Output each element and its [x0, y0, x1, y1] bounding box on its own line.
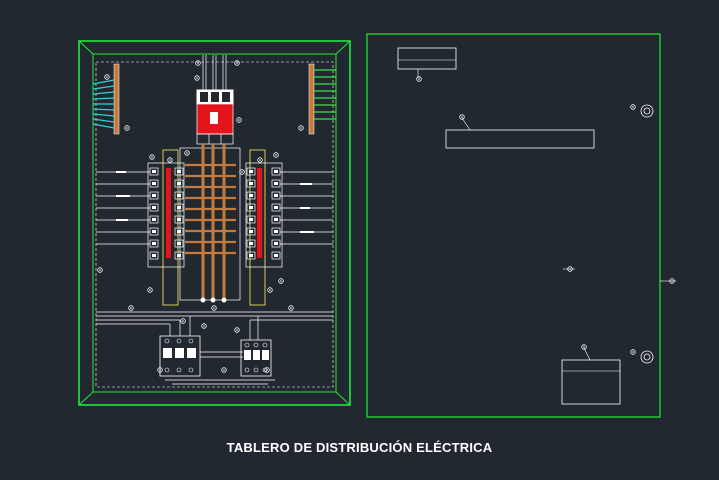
panel-door-view	[366, 33, 676, 418]
door-lock-top	[630, 104, 654, 118]
panel-outer-frame	[78, 40, 351, 406]
main-breaker	[196, 55, 234, 145]
door-center-marker	[563, 266, 575, 272]
neutral-bar-right	[308, 63, 336, 135]
panel-inner-frame	[92, 53, 337, 393]
nameplate	[397, 47, 457, 70]
door-lock-bottom	[630, 349, 654, 364]
door-frame	[366, 33, 661, 418]
branch-breakers-right	[245, 162, 283, 268]
busbar-assembly	[179, 144, 241, 303]
contactor-left	[159, 335, 201, 377]
branch-breakers-left	[147, 162, 185, 268]
din-rail-left	[162, 149, 179, 306]
drawing-title: TABLERO DE DISTRIBUCIÓN ELÉCTRICA	[226, 440, 493, 455]
ground-bar-left	[92, 63, 120, 135]
panel-front-view	[78, 40, 351, 406]
contactor-right	[240, 339, 272, 377]
bottom-wiring	[96, 311, 333, 385]
din-rail-right	[249, 149, 266, 306]
door-label-strip	[445, 129, 595, 149]
door-hinge-marker	[660, 278, 676, 284]
document-pocket	[561, 344, 621, 405]
mounting-plate	[95, 61, 334, 388]
outgoing-circuits-left	[96, 171, 150, 245]
